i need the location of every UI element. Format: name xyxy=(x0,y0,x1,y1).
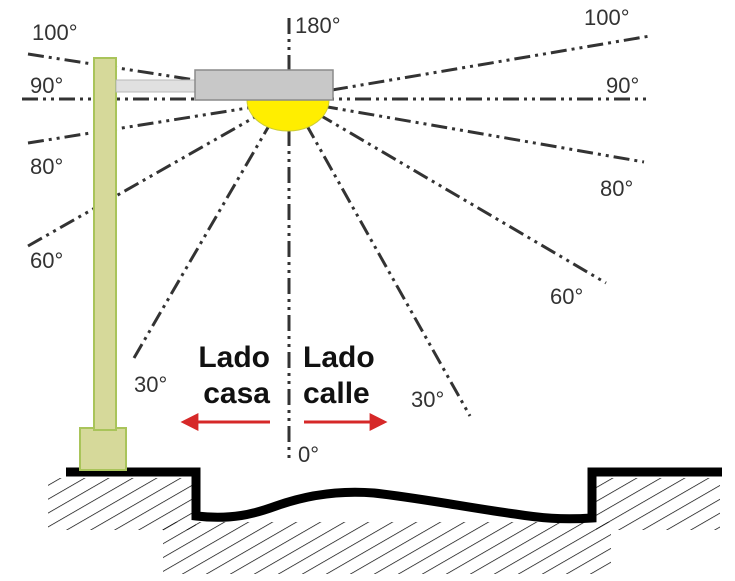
angle-label-right-60: 60° xyxy=(550,284,583,309)
lamp-light xyxy=(246,99,330,132)
ground-profile xyxy=(66,467,722,524)
angle-label-right-80: 80° xyxy=(600,176,633,201)
pole xyxy=(93,57,117,431)
angle-label-right-30: 30° xyxy=(411,387,444,412)
ray-lines xyxy=(22,18,651,462)
angle-label-left-60: 60° xyxy=(30,248,63,273)
ground-hatching xyxy=(48,474,720,574)
lamp-housing xyxy=(194,69,334,101)
house-side-label-line1: Lado xyxy=(198,341,270,374)
angle-label-right-100: 100° xyxy=(584,5,630,30)
angle-label-right-90: 90° xyxy=(606,73,639,98)
lamp-arm xyxy=(115,79,199,93)
ray-left-30 xyxy=(132,123,272,359)
angle-label-left-30: 30° xyxy=(134,372,167,397)
ray-right-100 xyxy=(331,34,651,92)
angle-label-left-80: 80° xyxy=(30,154,63,179)
street-side-label-line1: Lado xyxy=(303,341,375,374)
street-side-label-line2: calle xyxy=(303,377,370,410)
house-side-label-line2: casa xyxy=(203,377,270,410)
ray-right-80 xyxy=(321,104,645,164)
angle-label-bottom-0: 0° xyxy=(298,442,319,467)
ray-left-60 xyxy=(27,111,263,248)
angle-label-left-90: 90° xyxy=(30,73,63,98)
ray-left-80 xyxy=(27,104,261,145)
ray-right-60 xyxy=(317,112,607,285)
angle-label-top-180: 180° xyxy=(295,13,341,38)
angle-label-left-100: 100° xyxy=(32,20,78,45)
side-labels: Lado casa Lado calle xyxy=(198,341,374,410)
pole-base xyxy=(79,427,127,471)
angle-labels: 180° 100° 90° 80° 60° 30° 100° 90° 80° 6… xyxy=(30,5,639,467)
